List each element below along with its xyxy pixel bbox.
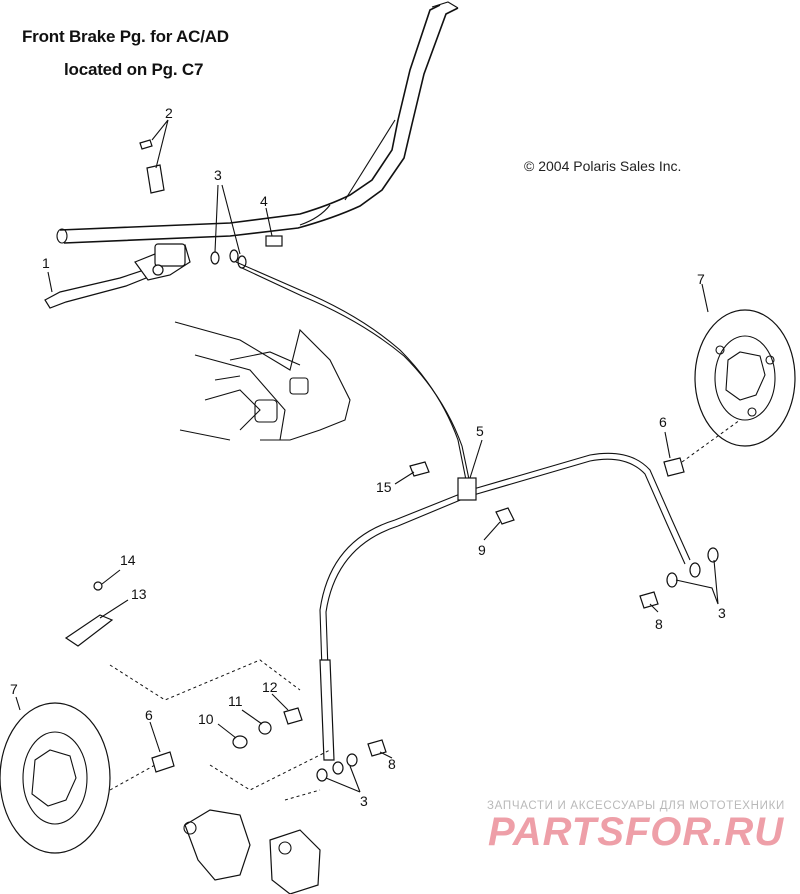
callout-12: 12 [262, 679, 278, 695]
bracket [64, 581, 114, 647]
handlebar-clamp-parts [139, 139, 283, 269]
callout-3-right: 3 [718, 605, 726, 621]
callout-7-right: 7 [697, 271, 705, 287]
callout-4: 4 [260, 193, 268, 209]
rotor-right [663, 309, 796, 477]
callout-15: 15 [376, 479, 392, 495]
watermark-logo: PARTSFOR.RU [488, 810, 785, 854]
callout-10: 10 [198, 711, 214, 727]
callout-6-left: 6 [145, 707, 153, 723]
leader-lines [15, 119, 719, 793]
callout-6-right: 6 [659, 414, 667, 430]
brake-lever [44, 243, 191, 309]
spindle-caliper [183, 809, 321, 894]
watermark-tagline: ЗАПЧАСТИ И АКСЕССУАРЫ ДЛЯ МОТОТЕХНИКИ [487, 800, 786, 812]
callout-3-top: 3 [214, 167, 222, 183]
callout-2: 2 [165, 105, 173, 121]
right-caliper-parts [639, 547, 719, 609]
callout-1: 1 [42, 255, 50, 271]
copyright-notice: © 2004 Polaris Sales Inc. [524, 158, 682, 174]
callout-14: 14 [120, 552, 136, 568]
diagram-title-line1: Front Brake Pg. for AC/AD [22, 27, 229, 46]
diagram-title-line2: located on Pg. C7 [64, 60, 204, 79]
callout-9: 9 [478, 542, 486, 558]
frame-section [174, 321, 351, 441]
callout-13: 13 [131, 586, 147, 602]
callout-3-lower: 3 [360, 793, 368, 809]
brake-cable [235, 261, 691, 761]
cable-splitter [409, 461, 515, 525]
lower-fasteners [109, 659, 387, 801]
rotor-left [0, 702, 175, 854]
callout-8-lower: 8 [388, 756, 396, 772]
handlebar [56, 1, 459, 244]
callout-5: 5 [476, 423, 484, 439]
callout-11: 11 [228, 693, 243, 709]
callout-7-left: 7 [10, 681, 18, 697]
callout-8-right: 8 [655, 616, 663, 632]
